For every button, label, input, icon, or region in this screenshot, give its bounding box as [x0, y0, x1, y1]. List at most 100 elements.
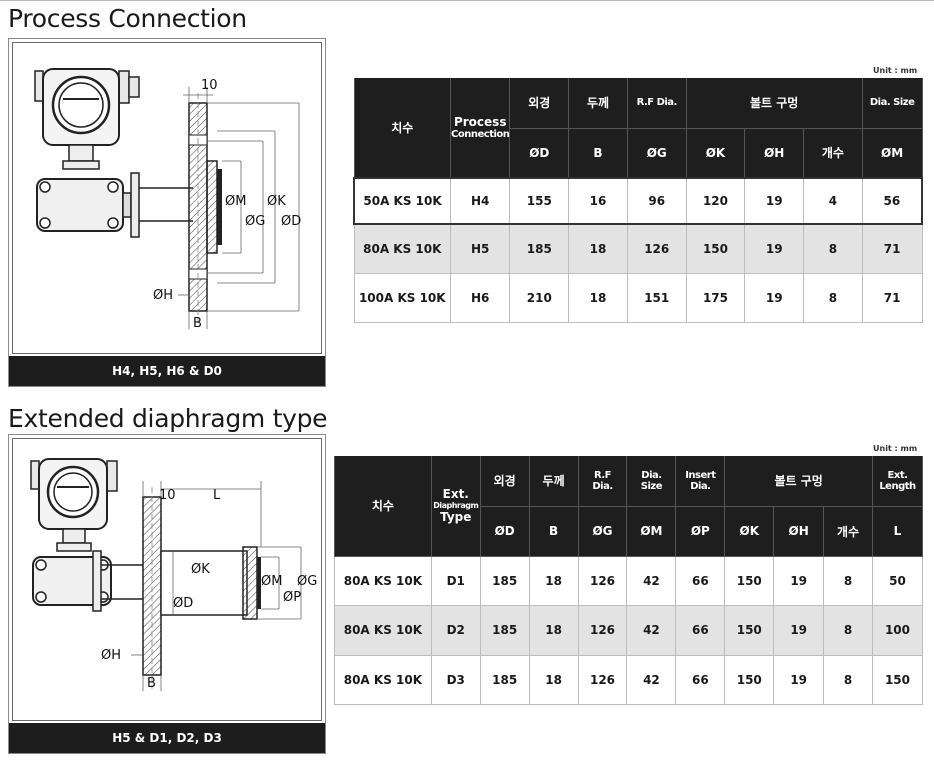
cell: 8 — [823, 555, 873, 606]
extended-diaphragm-drawing: 10 L ØK ØD ØM ØG ØP ØH B — [30, 458, 317, 691]
cell: 8 — [803, 272, 863, 323]
figure-caption: H4, H5, H6 & D0 — [9, 356, 325, 386]
unit-label: Unit : mm — [873, 66, 918, 75]
sub-header: L — [871, 506, 924, 557]
cell: 80A KS 10K — [334, 604, 432, 656]
cell: 66 — [675, 604, 726, 656]
col-header-size: 치수 — [353, 78, 452, 179]
dim-b-label: B — [193, 316, 202, 331]
cell: 80A KS 10K — [334, 654, 432, 705]
cell: 155 — [509, 177, 570, 225]
dim-m-label: ØM — [225, 194, 246, 209]
flange-drawing: 10 ØM ØK ØG ØD ØH B — [34, 68, 301, 331]
cell: 56 — [861, 177, 923, 225]
cell: D3 — [430, 654, 481, 705]
section-title-extended-diaphragm: Extended diaphragm type — [8, 404, 328, 433]
col-header-od: 외경 — [509, 78, 570, 129]
sub-header: B — [568, 128, 628, 179]
cell: 18 — [528, 555, 579, 606]
cell: 126 — [626, 223, 687, 274]
col-header-process-connection: Process Connection — [450, 78, 511, 179]
table-row: 100A KS 10K H6 210 18 151 175 19 8 71 — [353, 272, 923, 323]
cell: 150 — [871, 654, 924, 705]
dim-h-label: ØH — [101, 648, 121, 663]
cell: 80A KS 10K — [334, 555, 432, 606]
dim-l-label: L — [213, 488, 221, 503]
cell: 18 — [568, 272, 628, 323]
cell: 175 — [685, 272, 746, 323]
cell: 185 — [509, 223, 570, 274]
cell: 80A KS 10K — [353, 223, 452, 274]
cell: 100 — [871, 604, 924, 656]
col-header-bolt: 볼트 구멍 — [724, 456, 873, 507]
cell: 126 — [577, 654, 628, 705]
cell: 71 — [861, 272, 923, 323]
cell: 150 — [724, 604, 775, 656]
cell: 50 — [871, 555, 924, 606]
process-connection-table: 치수 Process Connection 외경 두께 R.F Dia. 볼트 … — [353, 78, 923, 323]
cell: 18 — [568, 223, 628, 274]
sub-header: ØG — [626, 128, 687, 179]
dim-m-label: ØM — [261, 574, 282, 589]
top-divider — [0, 0, 934, 1]
cell: 42 — [626, 604, 677, 656]
transmitter-icon — [34, 68, 140, 170]
table-row: 80A KS 10K D2 185 18 126 42 66 150 19 8 … — [334, 604, 924, 656]
cell: 4 — [803, 177, 863, 225]
cell: 19 — [773, 604, 825, 656]
cell: H6 — [450, 272, 511, 323]
col-header-ext-diaphragm-type: Ext. Diaphragm Type — [430, 456, 481, 557]
cell: 8 — [823, 654, 873, 705]
sub-header: ØP — [675, 506, 726, 557]
cell: 19 — [744, 177, 805, 225]
cell: 151 — [626, 272, 687, 323]
cell: 210 — [509, 272, 570, 323]
dim-k-label: ØK — [191, 562, 210, 577]
cell: 42 — [626, 654, 677, 705]
cell: 126 — [577, 604, 628, 656]
dim-h-label: ØH — [153, 288, 173, 303]
cell: 185 — [479, 604, 530, 656]
cell: 18 — [528, 604, 579, 656]
sub-header: ØD — [479, 506, 530, 557]
dim-b-label: B — [147, 676, 156, 691]
cell: 19 — [773, 654, 825, 705]
col-header-thickness: 두께 — [568, 78, 628, 129]
section-title-process-connection: Process Connection — [8, 4, 247, 33]
transmitter-icon — [30, 458, 118, 552]
sensor-body-icon — [36, 172, 193, 238]
cell: 42 — [626, 555, 677, 606]
figure-caption: H5 & D1, D2, D3 — [9, 723, 325, 753]
sub-header: ØK — [685, 128, 746, 179]
dim-d-label: ØD — [281, 214, 301, 229]
dim-top-label: 10 — [159, 488, 176, 503]
cell: 71 — [861, 223, 923, 274]
dim-d-label: ØD — [173, 596, 193, 611]
cell: D1 — [430, 555, 481, 606]
col-header-rf-dia: R.F Dia. — [577, 456, 628, 507]
cell: 19 — [744, 272, 805, 323]
cell: 150 — [724, 555, 775, 606]
sub-header: B — [528, 506, 579, 557]
sub-header: ØM — [626, 506, 677, 557]
dim-p-label: ØP — [283, 590, 301, 605]
cell: 66 — [675, 654, 726, 705]
sub-header: 개수 — [823, 506, 873, 557]
col-header-bolt: 볼트 구멍 — [685, 78, 863, 129]
dim-top-label: 10 — [201, 78, 218, 93]
cell: 150 — [685, 223, 746, 274]
cell: D2 — [430, 604, 481, 656]
cell: 96 — [626, 177, 687, 225]
dim-g-label: ØG — [297, 574, 317, 589]
table-row: 80A KS 10K D3 185 18 126 42 66 150 19 8 … — [334, 654, 924, 705]
cell: 8 — [823, 604, 873, 656]
cell: 50A KS 10K — [353, 177, 452, 225]
sub-header: ØH — [773, 506, 825, 557]
cell: 66 — [675, 555, 726, 606]
sub-header: ØM — [861, 128, 923, 179]
col-header-dia-size: Dia. Size — [626, 456, 677, 507]
sub-header: ØH — [744, 128, 805, 179]
col-header-thickness: 두께 — [528, 456, 579, 507]
figure-extended-diaphragm: 10 L ØK ØD ØM ØG ØP ØH B H5 & D1, D2, D3 — [8, 434, 326, 754]
cell: 150 — [724, 654, 775, 705]
